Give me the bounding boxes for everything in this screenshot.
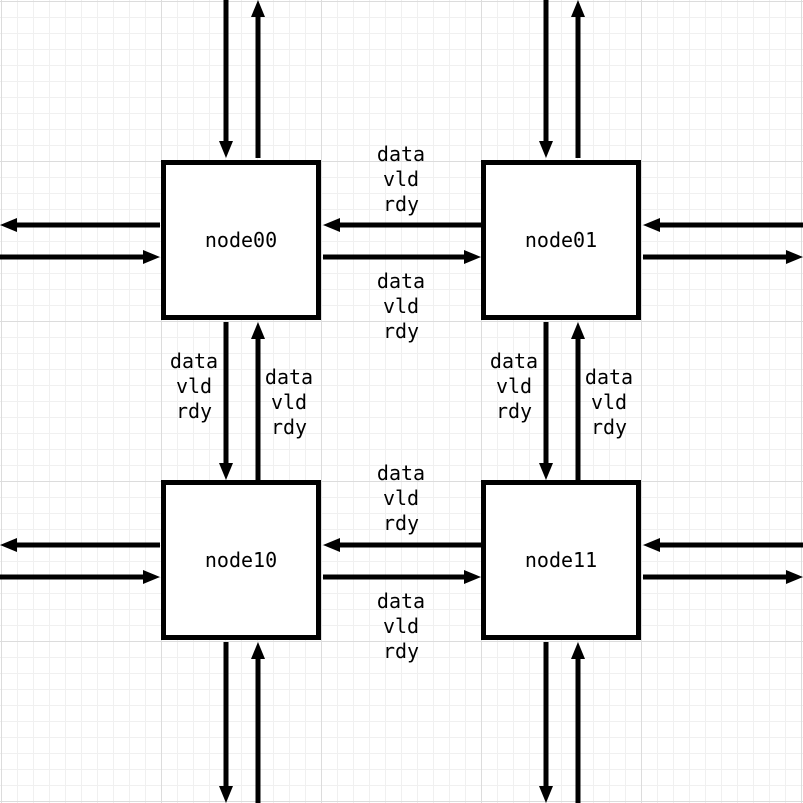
signal-vld: vld [590, 390, 628, 414]
arrow-11-to-01-head [571, 322, 585, 339]
signal-label-00-10-left: data vld rdy [154, 349, 234, 424]
node-10-label: node10 [204, 548, 278, 572]
signal-rdy: rdy [590, 415, 628, 439]
signal-vld: vld [175, 374, 213, 398]
signal-label-10-11-upper: data vld rdy [361, 461, 441, 536]
arrow-00-to-01-head [464, 250, 481, 264]
signal-data: data [489, 349, 539, 373]
signal-vld: vld [382, 167, 420, 191]
arrow-ext-bottom-10-in [251, 642, 265, 803]
signal-label-00-10-right: data vld rdy [249, 365, 329, 440]
node-01: node01 [481, 160, 641, 320]
signal-label-01-11-right: data vld rdy [569, 365, 649, 440]
arrow-00-to-01 [323, 250, 481, 264]
arrow-ext-top-00-in-head [219, 141, 233, 158]
arrow-ext-right-11-in [643, 538, 803, 552]
signal-label-00-01-lower: data vld rdy [361, 269, 441, 344]
arrow-ext-bottom-10-out-head [219, 786, 233, 803]
arrow-ext-left-00-in-head [143, 250, 160, 264]
node-00-label: node00 [204, 228, 278, 252]
signal-label-00-01-upper: data vld rdy [361, 142, 441, 217]
signal-rdy: rdy [382, 511, 420, 535]
signal-data: data [376, 461, 426, 485]
arrow-ext-left-00-in [0, 250, 160, 264]
arrow-ext-top-00-out [251, 0, 265, 158]
signal-data: data [264, 365, 314, 389]
arrow-ext-top-01-in [539, 0, 553, 158]
arrow-11-to-01 [571, 322, 585, 480]
arrow-ext-top-01-in-head [539, 141, 553, 158]
arrow-01-to-11 [539, 322, 553, 480]
arrow-01-to-11-head [539, 463, 553, 480]
arrow-ext-top-01-out [571, 0, 585, 158]
arrow-ext-bottom-10-out [219, 642, 233, 803]
signal-rdy: rdy [382, 639, 420, 663]
arrow-00-to-10-head [219, 463, 233, 480]
arrow-00-to-10 [219, 322, 233, 480]
arrow-10-to-00-head [251, 322, 265, 339]
signal-rdy: rdy [270, 415, 308, 439]
arrow-ext-left-10-in-head [143, 570, 160, 584]
signal-data: data [376, 142, 426, 166]
arrow-ext-right-11-in-head [643, 538, 660, 552]
signal-vld: vld [382, 294, 420, 318]
signal-data: data [169, 349, 219, 373]
arrow-ext-top-00-out-head [251, 0, 265, 17]
node-10: node10 [161, 480, 321, 640]
signal-vld: vld [270, 390, 308, 414]
signal-data: data [584, 365, 634, 389]
arrow-ext-bottom-11-out [539, 642, 553, 803]
signal-data: data [376, 269, 426, 293]
node-11-label: node11 [524, 548, 598, 572]
signal-vld: vld [495, 374, 533, 398]
arrow-10-to-11 [323, 570, 481, 584]
arrow-ext-left-10-out-head [0, 538, 17, 552]
signal-label-01-11-left: data vld rdy [474, 349, 554, 424]
signal-rdy: rdy [175, 399, 213, 423]
node-01-label: node01 [524, 228, 598, 252]
arrow-ext-top-00-in [219, 0, 233, 158]
arrow-ext-right-01-in [643, 218, 803, 232]
signal-data: data [376, 589, 426, 613]
arrow-10-to-00 [251, 322, 265, 480]
arrow-ext-right-01-out-head [786, 250, 803, 264]
signal-vld: vld [382, 614, 420, 638]
node-00: node00 [161, 160, 321, 320]
arrow-ext-bottom-11-in [571, 642, 585, 803]
arrow-ext-bottom-11-out-head [539, 786, 553, 803]
arrow-ext-bottom-11-in-head [571, 642, 585, 659]
arrow-ext-left-00-out-head [0, 218, 17, 232]
arrow-ext-right-01-out [643, 250, 803, 264]
arrow-11-to-10 [323, 538, 481, 552]
signal-rdy: rdy [382, 319, 420, 343]
arrow-ext-left-00-out [0, 218, 160, 232]
arrow-ext-left-10-in [0, 570, 160, 584]
node-11: node11 [481, 480, 641, 640]
arrow-ext-left-10-out [0, 538, 160, 552]
arrow-ext-right-11-out-head [786, 570, 803, 584]
arrow-ext-right-01-in-head [643, 218, 660, 232]
arrow-ext-bottom-10-in-head [251, 642, 265, 659]
arrow-ext-right-11-out [643, 570, 803, 584]
arrow-10-to-11-head [464, 570, 481, 584]
arrow-01-to-00 [323, 218, 481, 232]
arrow-11-to-10-head [323, 538, 340, 552]
signal-label-10-11-lower: data vld rdy [361, 589, 441, 664]
signal-rdy: rdy [495, 399, 533, 423]
arrow-01-to-00-head [323, 218, 340, 232]
arrow-ext-top-01-out-head [571, 0, 585, 17]
signal-rdy: rdy [382, 192, 420, 216]
signal-vld: vld [382, 486, 420, 510]
